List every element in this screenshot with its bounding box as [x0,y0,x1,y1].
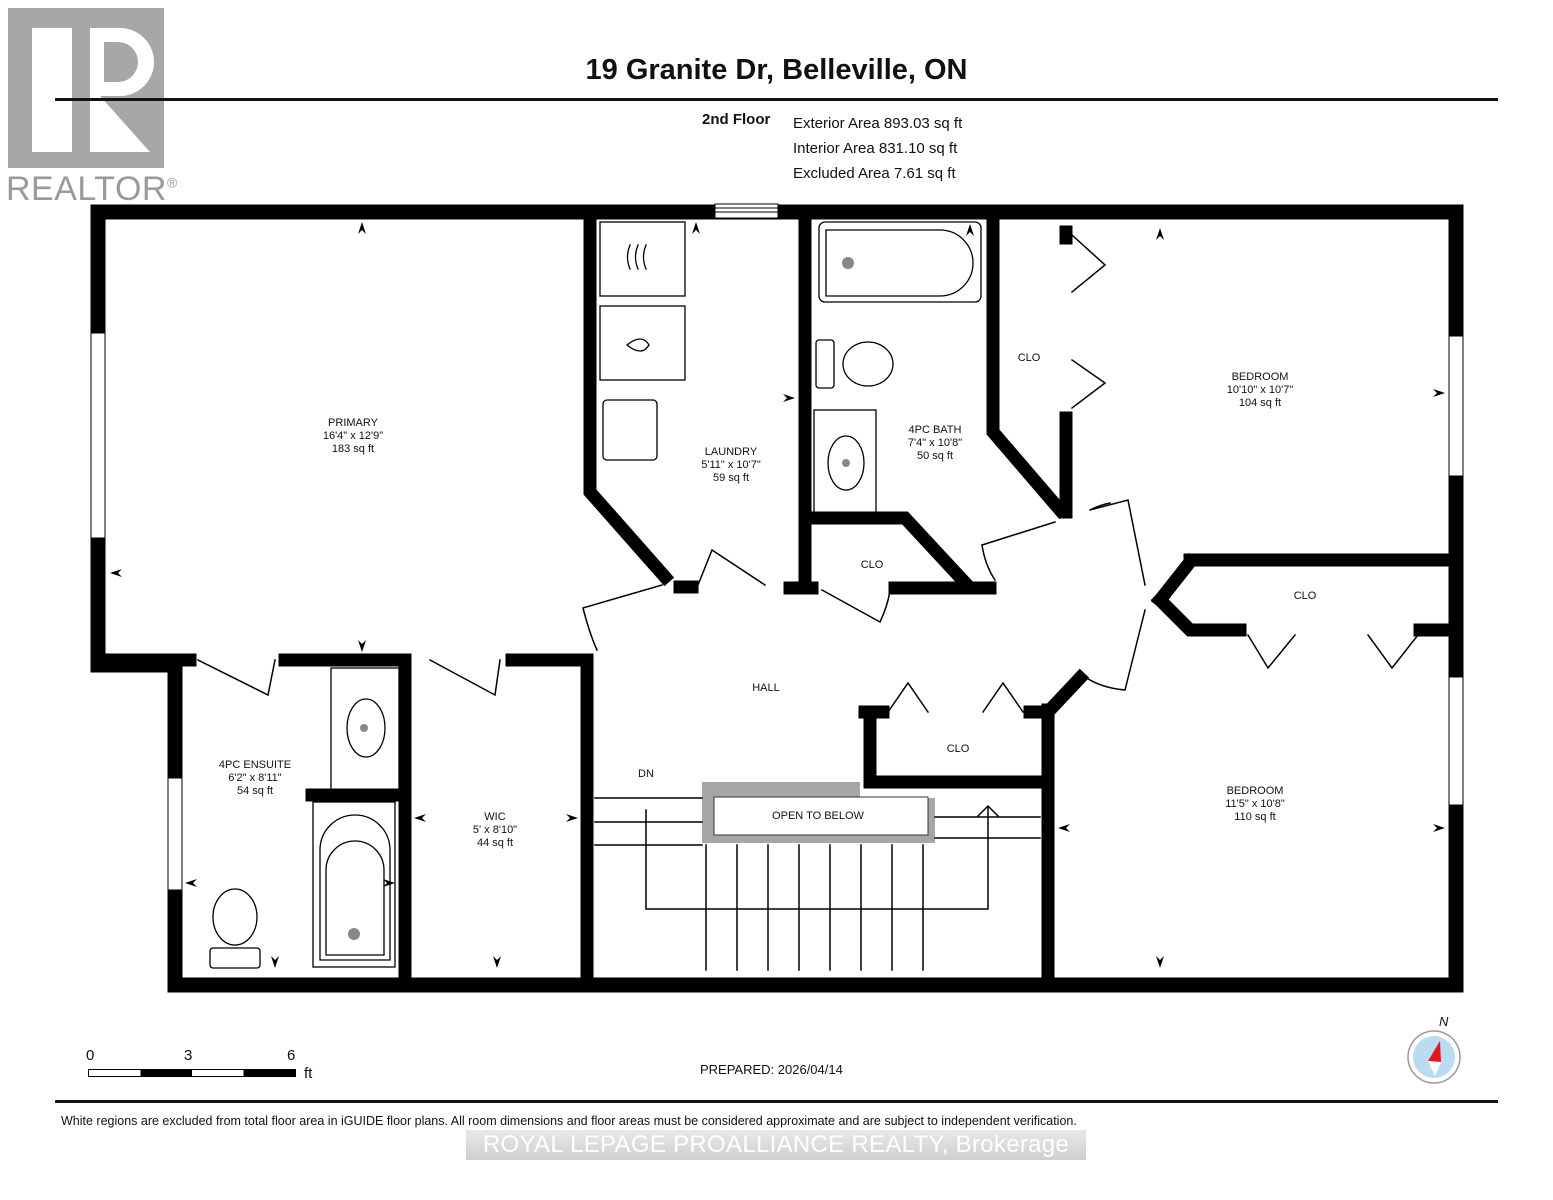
door-swings [196,233,1420,714]
exterior-walls [90,204,1464,993]
compass: N [1405,1014,1465,1086]
room-bedroom-2: BEDROOM 11'5" x 10'8" 110 sq ft [1225,785,1285,823]
excluded-area: Excluded Area 7.61 sq ft [793,165,956,182]
room-4pc-ensuite: 4PC ENSUITE 6'2" x 8'11" 54 sq ft [218,759,292,797]
open-to-below-label: OPEN TO BELOW [772,810,864,822]
scale-bar: 0 3 6 ft [86,1047,313,1082]
exterior-area: Exterior Area 893.03 sq ft [793,115,963,132]
dimension-arrows [110,222,1445,968]
fixtures [209,221,982,969]
closet-bedroom-2: CLO [1293,590,1317,602]
disclaimer: White regions are excluded from total fl… [61,1114,1077,1128]
brokerage-watermark: ROYAL LEPAGE PROALLIANCE REALTY, Brokera… [466,1130,1086,1160]
room-wic: WIC 5' x 8'10" 44 sq ft [472,811,518,849]
realtor-logo [8,8,164,168]
room-primary: PRIMARY 16'4" x 12'9" 183 sq ft [322,417,384,455]
area-summary: Exterior Area 893.03 sq ft Interior Area… [793,111,962,186]
floor-label: 2nd Floor [702,111,771,128]
stairs-down-label: DN [638,768,654,780]
interior-area: Interior Area 831.10 sq ft [793,140,958,157]
realtor-wordmark: REALTOR® [6,170,178,208]
page-title: 19 Granite Dr, Belleville, ON [585,54,968,86]
closet-bath: CLO [860,559,884,571]
room-bedroom-1: BEDROOM 10'10" x 10'7" 104 sq ft [1226,371,1294,409]
realtor-r-icon [8,8,164,168]
compass-icon [1407,1030,1461,1084]
closet-hall: CLO [946,743,970,755]
prepared-date: PREPARED: 2026/04/14 [700,1062,843,1077]
stairs [594,797,1041,971]
windows [90,203,1464,891]
room-hall: HALL [752,682,780,694]
room-4pc-bath: 4PC BATH 7'4" x 10'8" 50 sq ft [907,424,963,462]
closet-bedroom-1: CLO [1017,352,1041,364]
interior-walls [91,205,1463,992]
room-laundry: LAUNDRY 5'11" x 10'7" 59 sq ft [701,446,761,484]
footer-divider [55,1100,1498,1103]
scale-bar-graphic [88,1069,296,1077]
header-divider [55,98,1498,101]
